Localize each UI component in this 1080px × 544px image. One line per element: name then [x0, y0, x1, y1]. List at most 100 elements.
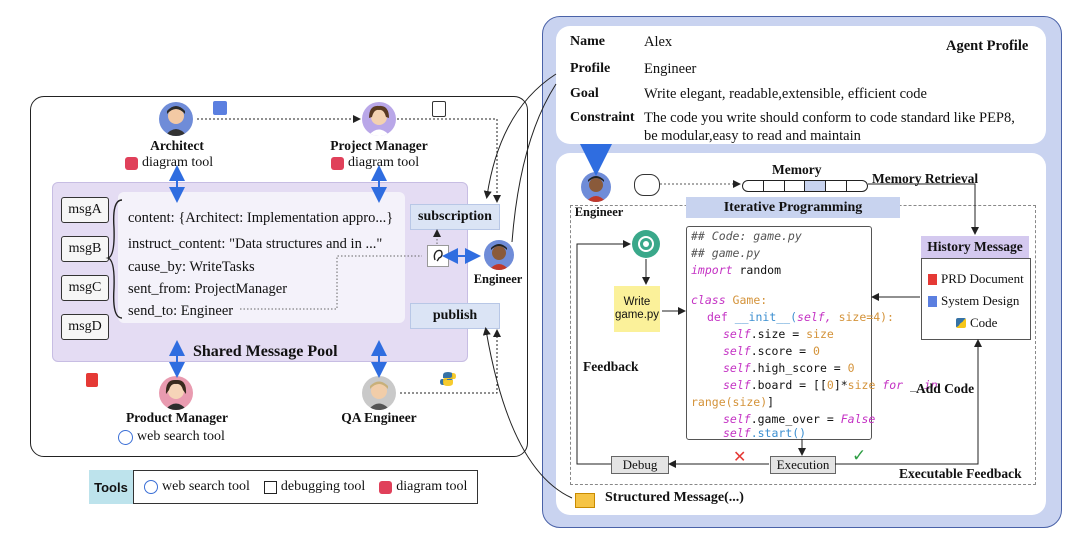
- history-system-design-label: System Design: [941, 293, 1020, 308]
- message-field-cause-by: cause_by: WriteTasks: [128, 259, 255, 275]
- code-line-1: ## Code: game.py: [691, 229, 802, 243]
- subscription-chip: subscription: [410, 204, 500, 230]
- brain-icon: [634, 174, 660, 196]
- profile-profile-key: Profile: [570, 61, 611, 76]
- history-code: Code: [956, 315, 997, 331]
- tool-debugging-label: debugging tool: [280, 479, 366, 494]
- msg-tag-d: msgD: [61, 314, 109, 340]
- tools-legend: Tools web search tool debugging tool dia…: [89, 470, 479, 504]
- code-line-7: self.score = 0: [723, 344, 820, 358]
- write-note-line2: game.py: [614, 309, 660, 321]
- code-line-12: self.start(): [723, 426, 807, 440]
- diagram-tool-icon: [331, 156, 344, 170]
- msg-tag-b: msgB: [61, 236, 109, 262]
- architect-label: Architect: [150, 138, 204, 153]
- agent-profile-title: Agent Profile: [946, 38, 1029, 54]
- memory-retrieval-label: Memory Retrieval: [872, 171, 979, 186]
- pdf-file-icon: [86, 373, 98, 387]
- web-search-icon: [118, 429, 133, 445]
- profile-name-value: Alex: [644, 34, 673, 50]
- engineer-label-right: Engineer: [574, 205, 624, 219]
- engineer-avatar: [484, 240, 514, 270]
- memory-label: Memory: [772, 162, 822, 177]
- product-manager-tool-label: web search tool: [137, 429, 225, 444]
- qa-engineer-label: QA Engineer: [341, 410, 417, 425]
- tool-debugging: debugging tool: [263, 479, 366, 495]
- debug-button: Debug: [611, 456, 669, 474]
- history-prd: PRD Document: [928, 271, 1024, 287]
- code-line-10: range(size)]: [691, 395, 775, 409]
- pool-title: Shared Message Pool: [193, 343, 338, 360]
- image-file-icon: [928, 295, 937, 307]
- document-icon: [432, 101, 446, 117]
- message-field-send-to: send_to: Engineer: [128, 303, 234, 319]
- message-field-content: content: {Architect: Implementation appr…: [128, 210, 394, 226]
- executable-feedback-label: Executable Feedback: [899, 466, 1022, 481]
- code-line-5: def __init__(self, size=4):: [707, 310, 894, 324]
- project-manager-label: Project Manager: [330, 138, 428, 153]
- product-manager-label: Product Manager: [125, 410, 229, 425]
- engineer-avatar-right: [581, 172, 611, 202]
- project-manager-avatar: [362, 102, 396, 136]
- code-editor: ## Code: game.py ## game.py import rando…: [686, 226, 938, 440]
- code-line-2: ## game.py: [691, 246, 761, 260]
- feedback-label: Feedback: [583, 359, 639, 374]
- profile-constraint-key: Constraint: [570, 110, 635, 125]
- python-file-icon: [440, 371, 456, 387]
- diagram-tool-icon: [379, 480, 393, 494]
- tool-diagram: diagram tool: [379, 479, 467, 495]
- profile-constraint-line2: be modular,easy to read and maintain: [644, 128, 861, 144]
- pdf-file-icon: [928, 273, 937, 285]
- history-message-title: History Message: [921, 236, 1029, 258]
- envelope-icon: [575, 493, 595, 508]
- memory-bar: [742, 180, 868, 192]
- fail-cross-icon: ✕: [733, 447, 747, 466]
- profile-name-key: Name: [570, 34, 605, 49]
- qa-engineer-avatar: [362, 376, 396, 410]
- project-manager-tool-label: diagram tool: [348, 155, 420, 170]
- llm-icon: [632, 230, 660, 258]
- msg-tag-a: msgA: [61, 197, 109, 223]
- history-system-design: System Design: [928, 293, 1019, 309]
- publish-chip: publish: [410, 303, 500, 329]
- diagram-tool-icon: [125, 156, 138, 170]
- tool-web-search: web search tool: [144, 479, 250, 495]
- history-prd-label: PRD Document: [941, 271, 1024, 286]
- code-line-3: import random: [691, 263, 782, 277]
- execution-button: Execution: [770, 456, 836, 474]
- success-check-icon: ✓: [852, 446, 867, 466]
- history-code-label: Code: [970, 315, 998, 330]
- code-debug-icon: [263, 480, 277, 494]
- message-card: [118, 192, 405, 323]
- tools-label: Tools: [89, 470, 133, 504]
- python-file-icon: [956, 318, 966, 328]
- architect-tool: diagram tool: [125, 155, 213, 171]
- code-line-9: self.board = [[0]*size for _ in: [723, 378, 938, 392]
- code-line-6: self.size = size: [723, 327, 834, 341]
- code-line-8: self.high_score = 0: [723, 361, 855, 375]
- code-line-4: class Game:: [691, 293, 768, 307]
- structured-message-label: Structured Message(...): [605, 490, 744, 505]
- profile-profile-value: Engineer: [644, 61, 697, 77]
- tools-list: web search tool debugging tool diagram t…: [133, 470, 479, 504]
- msg-tag-c: msgC: [61, 275, 109, 301]
- tool-web-search-label: web search tool: [162, 479, 250, 494]
- agent-profile-box: [556, 26, 1046, 144]
- profile-constraint-line1: The code you write should conform to cod…: [644, 110, 1015, 126]
- add-code-label: Add Code: [916, 381, 975, 396]
- web-search-icon: [144, 480, 158, 494]
- architect-avatar: [159, 102, 193, 136]
- tool-diagram-label: diagram tool: [396, 479, 468, 494]
- engineer-label: Engineer: [473, 272, 523, 286]
- code-line-11: self.game_over = False: [723, 412, 876, 426]
- product-manager-avatar: [159, 376, 193, 410]
- iterative-programming-banner: Iterative Programming: [686, 197, 900, 218]
- history-message-box: PRD Document System Design Code: [921, 258, 1031, 340]
- image-file-icon: [213, 101, 227, 115]
- message-field-sent-from: sent_from: ProjectManager: [128, 281, 288, 297]
- profile-goal-key: Goal: [570, 86, 599, 101]
- message-field-instruct-content: instruct_content: "Data structures and i…: [128, 236, 383, 252]
- product-manager-tool: web search tool: [118, 429, 225, 445]
